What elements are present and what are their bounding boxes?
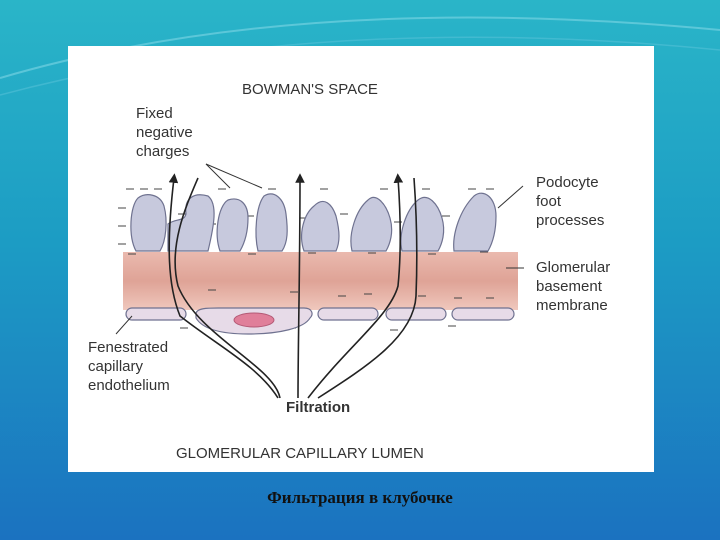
endothelial-nucleus xyxy=(233,312,275,328)
negative-charges xyxy=(118,188,494,331)
podocyte-foot-processes xyxy=(130,192,497,252)
basement-membrane xyxy=(123,252,518,310)
bowmans-space-label: BOWMAN'S SPACE xyxy=(242,81,378,98)
leader-lines xyxy=(115,163,524,335)
fenestrated-capillary-endothelium-label: Fenestrated capillary endothelium xyxy=(88,339,170,394)
glomerular-basement-membrane-label: Glomerular basement membrane xyxy=(536,259,611,314)
glomerular-capillary-lumen-label: GLOMERULAR CAPILLARY LUMEN xyxy=(176,445,424,462)
filtration-arrows xyxy=(168,173,418,399)
capillary-endothelium xyxy=(125,307,515,335)
podocyte-foot-processes-label: Podocyte foot processes xyxy=(536,174,605,229)
filtration-barrier-diagram xyxy=(115,163,524,399)
fixed-negative-charges-label: Fixed negative charges xyxy=(136,105,193,160)
slide-caption: Фильтрация в клубочке xyxy=(267,488,453,507)
diagram-panel: BOWMAN'S SPACE Fixed negative charges Po… xyxy=(68,46,654,472)
filtration-label: Filtration xyxy=(286,399,351,416)
